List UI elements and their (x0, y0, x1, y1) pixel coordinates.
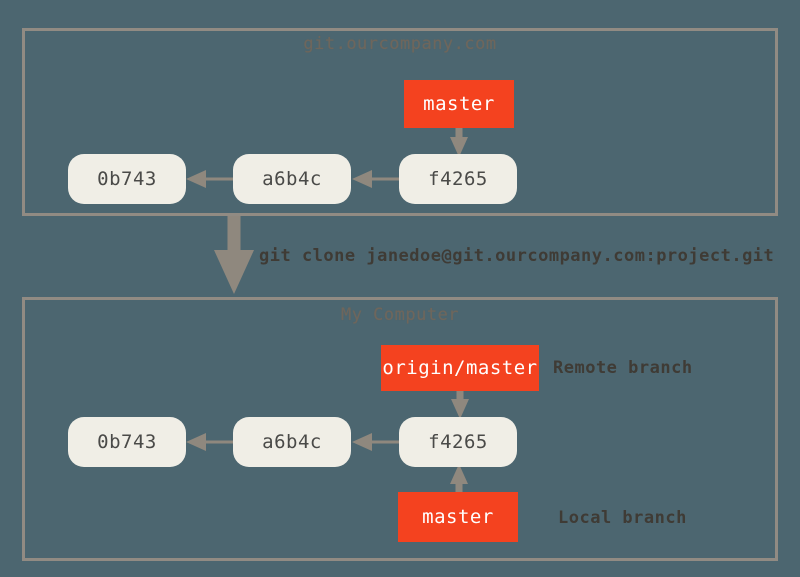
commit-node-a6b4c-local[interactable]: a6b4c (233, 417, 351, 467)
remote-server-region (22, 28, 778, 216)
branch-label-origin-master[interactable]: origin/master (381, 345, 539, 391)
remote-server-title: git.ourcompany.com (303, 34, 497, 54)
local-computer-region (22, 297, 778, 561)
commit-node-f4265-remote[interactable]: f4265 (399, 154, 517, 204)
remote-branch-annotation: Remote branch (553, 358, 693, 378)
commit-node-a6b4c-remote[interactable]: a6b4c (233, 154, 351, 204)
clone-command-label: git clone janedoe@git.ourcompany.com:pro… (259, 246, 775, 266)
branch-label-master-local[interactable]: master (398, 492, 518, 542)
clone-arrow (214, 216, 254, 294)
clone-arrow-head (214, 250, 254, 294)
branch-label-master-remote[interactable]: master (404, 80, 514, 128)
local-branch-annotation: Local branch (558, 508, 687, 528)
local-computer-title: My Computer (340, 305, 460, 325)
commit-node-f4265-local[interactable]: f4265 (399, 417, 517, 467)
commit-node-0b743-remote[interactable]: 0b743 (68, 154, 186, 204)
commit-node-0b743-local[interactable]: 0b743 (68, 417, 186, 467)
